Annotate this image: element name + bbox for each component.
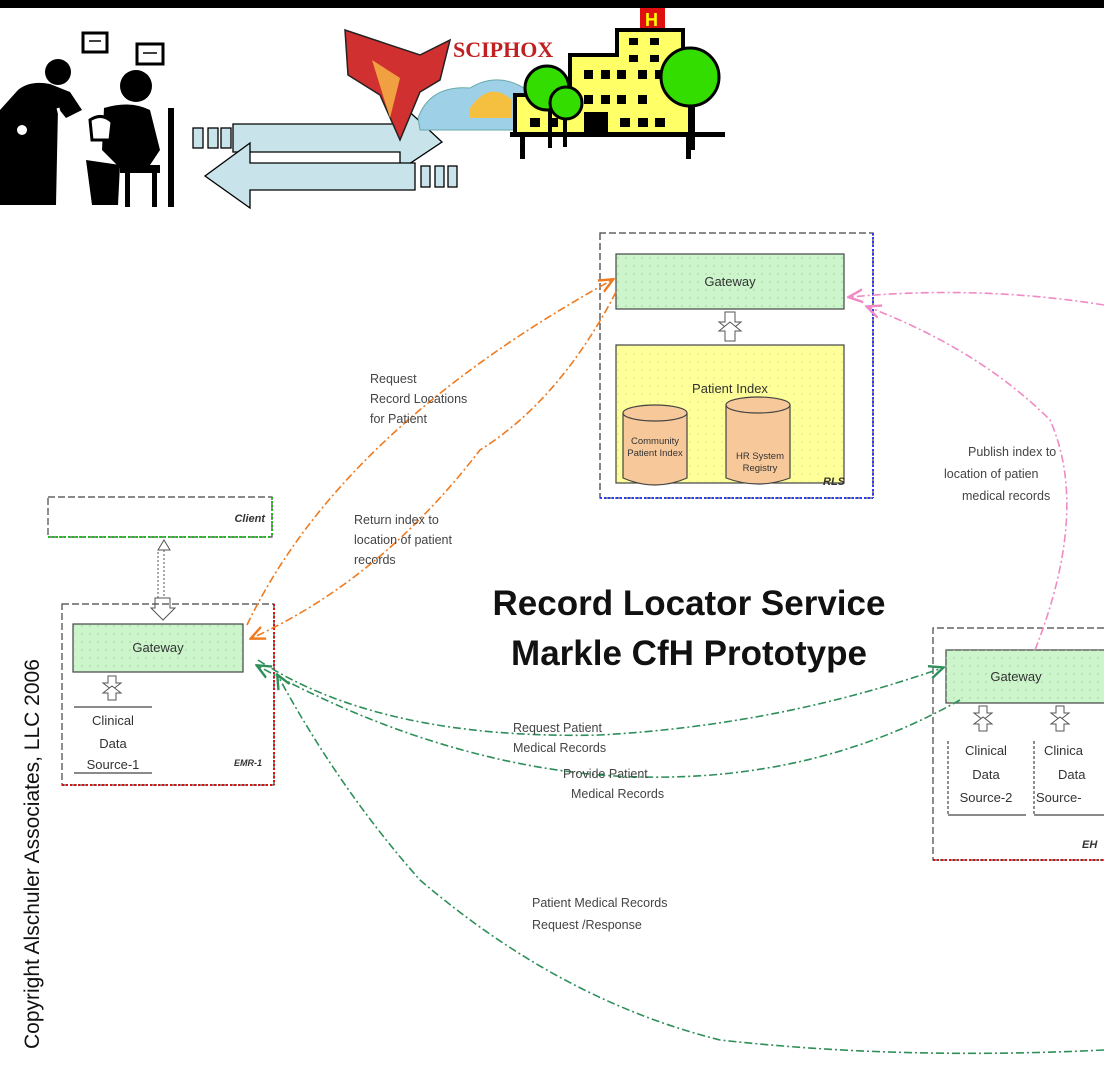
exchange-arrows-icon bbox=[192, 101, 458, 210]
connectors bbox=[246, 280, 1104, 1055]
hospital-letter: H bbox=[645, 10, 658, 30]
label-request-records: Request Patient Medical Records bbox=[513, 721, 606, 755]
hospital-icon: H bbox=[510, 8, 725, 159]
svg-text:Source-: Source- bbox=[1036, 790, 1082, 805]
connector-publish-index bbox=[850, 293, 1104, 306]
svg-text:location of patien: location of patien bbox=[944, 467, 1039, 481]
sciphox-logo: SCIPHOX bbox=[344, 28, 553, 142]
label-provide-records: Provide Patient Medical Records bbox=[563, 767, 664, 801]
svg-text:Request Patient: Request Patient bbox=[513, 721, 602, 735]
client-system: Client bbox=[47, 496, 273, 621]
ehr-system: Gateway Clinical Data Source-2 Clinica D… bbox=[932, 627, 1104, 861]
svg-text:Source-2: Source-2 bbox=[960, 790, 1013, 805]
clinical-data-source-2[interactable]: Clinical Data Source-2 bbox=[947, 741, 1026, 816]
svg-text:Clinical: Clinical bbox=[965, 743, 1007, 758]
doctor-patient-icon bbox=[0, 31, 174, 207]
label-return-index: Return index to location of patient reco… bbox=[354, 513, 453, 567]
emr-1-tag: EMR-1 bbox=[234, 758, 262, 768]
connector-provide-records bbox=[258, 666, 961, 778]
rls-gateway-label: Gateway bbox=[704, 274, 756, 289]
rls-tag: RLS bbox=[823, 476, 846, 488]
label-request-response: Patient Medical Records Request /Respons… bbox=[532, 896, 667, 932]
svg-text:Request: Request bbox=[370, 372, 417, 386]
svg-text:Source-1: Source-1 bbox=[87, 757, 140, 772]
title-line-1: Record Locator Service bbox=[493, 584, 886, 623]
connector-request-locations bbox=[246, 280, 612, 626]
connector-request-response bbox=[278, 676, 1104, 1055]
svg-text:Data: Data bbox=[99, 736, 127, 751]
svg-text:Medical Records: Medical Records bbox=[513, 741, 606, 755]
client-tag: Client bbox=[234, 513, 266, 525]
svg-text:for Patient: for Patient bbox=[370, 412, 428, 426]
svg-text:Record Locations: Record Locations bbox=[370, 392, 467, 406]
flow-labels: Request Record Locations for Patient Ret… bbox=[354, 372, 1056, 932]
svg-text:Medical Records: Medical Records bbox=[571, 787, 664, 801]
top-bar bbox=[0, 0, 1104, 8]
svg-text:Data: Data bbox=[1058, 767, 1086, 782]
svg-text:Provide Patient: Provide Patient bbox=[563, 767, 648, 781]
rls-system: Gateway Patient Index Community Patient … bbox=[599, 232, 874, 499]
connector-request-records bbox=[257, 659, 942, 737]
sciphox-logo-text: SCIPHOX bbox=[453, 37, 553, 62]
svg-text:Publish index to: Publish index to bbox=[968, 445, 1056, 459]
community-patient-index-db: Community Patient Index bbox=[622, 404, 688, 486]
connector-publish-index-2 bbox=[868, 307, 1068, 651]
label-request-locations: Request Record Locations for Patient bbox=[370, 372, 467, 426]
svg-text:location of patient: location of patient bbox=[354, 533, 453, 547]
client-box[interactable] bbox=[47, 496, 273, 538]
svg-text:Request /Response: Request /Response bbox=[532, 918, 642, 932]
svg-text:Patient Index: Patient Index bbox=[627, 448, 683, 459]
connector-return-index bbox=[252, 291, 617, 638]
emr-1-system: Gateway Clinical Data Source-1 EMR-1 bbox=[61, 603, 275, 786]
svg-text:Community: Community bbox=[631, 436, 679, 447]
emr-1-gateway-label: Gateway bbox=[132, 640, 184, 655]
svg-text:Return index to: Return index to bbox=[354, 513, 439, 527]
clinical-data-source-1[interactable]: Clinical Data Source-1 bbox=[74, 706, 152, 774]
svg-text:Clinical: Clinical bbox=[92, 713, 134, 728]
patient-index-label: Patient Index bbox=[692, 381, 768, 396]
ehr-tag: EH bbox=[1082, 839, 1098, 851]
svg-text:records: records bbox=[354, 553, 396, 567]
svg-text:HR System: HR System bbox=[736, 451, 784, 462]
clinical-data-source-3[interactable]: Clinica Data Source- bbox=[1033, 741, 1104, 816]
svg-text:Clinica: Clinica bbox=[1044, 743, 1084, 758]
title-line-2: Markle CfH Prototype bbox=[511, 634, 867, 673]
svg-text:Patient Medical Records: Patient Medical Records bbox=[532, 896, 667, 910]
svg-text:Registry: Registry bbox=[743, 463, 778, 474]
ehr-gateway-label: Gateway bbox=[990, 669, 1042, 684]
ehr-system-registry-db: HR System Registry bbox=[725, 396, 791, 485]
svg-text:Data: Data bbox=[972, 767, 1000, 782]
svg-text:medical records: medical records bbox=[962, 489, 1050, 503]
copyright-text: Copyright Alschuler Associates, LLC 2006 bbox=[21, 659, 44, 1049]
label-publish-index: Publish index to location of patien medi… bbox=[944, 445, 1056, 503]
